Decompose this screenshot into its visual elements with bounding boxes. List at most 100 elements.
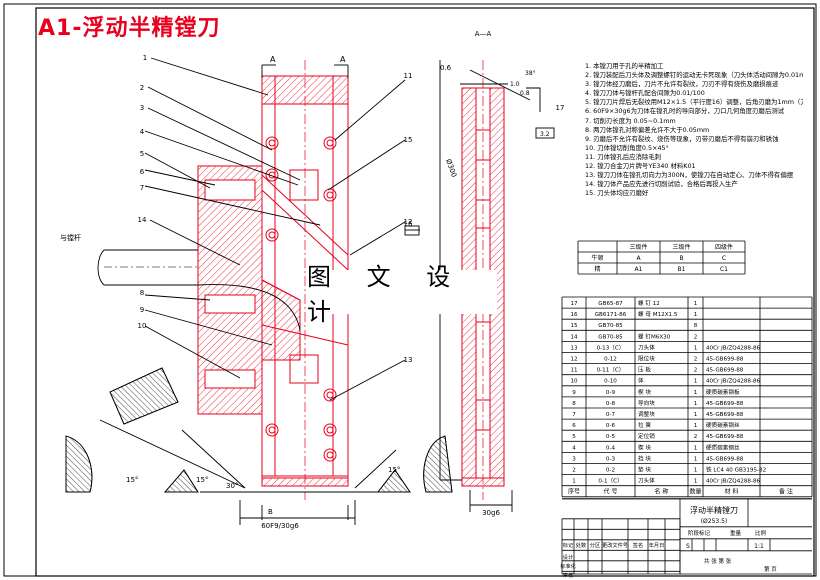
bom-cell: 2 xyxy=(694,434,698,440)
dim-text: Ø300 xyxy=(444,158,458,178)
bom-cell: 楔 块 xyxy=(638,443,651,451)
bom-header: 材 料 xyxy=(725,488,739,496)
bom-cell: 0-7 xyxy=(606,412,616,418)
shaft-label: 与镗杆 xyxy=(60,233,81,242)
callout-number: 1 xyxy=(143,54,147,62)
note-line: 9. 刃磨后不允许有裂纹、烧伤等现象，刃带刃磨后不得有崩刃和锈蚀 xyxy=(585,134,779,143)
bom-cell: 0-12 xyxy=(604,357,617,363)
stage-label: 阶段标记 xyxy=(688,529,711,537)
dim-text: 30g6 xyxy=(482,509,500,517)
bom-cell: 螺 钉 12 xyxy=(638,299,660,307)
bom-cell: 9 xyxy=(572,390,576,396)
note-line: 2. 镗刀装配后刀头体及调整螺钉的运动无卡死现象（刀头体活动间隙为0.01mm） xyxy=(585,71,803,80)
bom-cell: 5 xyxy=(572,434,576,440)
grade-cell: 牛顿 xyxy=(591,254,603,262)
grade-cell: B1 xyxy=(678,266,686,273)
bom-cell: 螺 母 M12X1.5 xyxy=(638,310,678,318)
bom-cell: 1 xyxy=(694,401,698,407)
bom-cell: 7 xyxy=(572,412,576,418)
callout-number: 3 xyxy=(140,104,144,112)
left-workpiece xyxy=(65,435,93,493)
bom-cell: GB70-85 xyxy=(598,334,623,340)
grade-cell: B xyxy=(679,255,683,262)
grade-cell: A1 xyxy=(635,266,643,273)
callout-number: 14 xyxy=(138,216,147,224)
bom-cell: 0-1（C） xyxy=(598,478,622,485)
bom-cell: 1 xyxy=(694,445,698,451)
bom-cell: 4 xyxy=(572,445,576,451)
bom-cell: 拉 簧 xyxy=(638,421,651,429)
note-line: 14. 镗刀体产品应先进行切削试验，合格后再投入生产 xyxy=(585,180,738,189)
bom-cell: 1 xyxy=(694,479,698,485)
callout-number: 6 xyxy=(140,168,145,176)
bom-cell: 0-13（C） xyxy=(597,344,625,351)
bom-cell: 45-GB699-88 xyxy=(706,456,744,462)
callout-number: 2 xyxy=(140,84,144,92)
scale-value: 1:1 xyxy=(754,543,764,550)
bom-cell: 0-8 xyxy=(606,401,616,407)
bom-cell: 0-2 xyxy=(606,468,615,474)
bom-cell: 8 xyxy=(572,401,576,407)
titleblock-row: 设计 xyxy=(563,553,573,561)
note-line: 12. 镗刀合金刀片牌号YE340 材料K01 xyxy=(585,162,696,171)
note-line: 11. 刀体镗孔后应消除毛刺 xyxy=(585,152,662,161)
note-line: 6. 60F9×30g6为刀体在镗孔时的导向部分，刀口几何角度刃磨后测试 xyxy=(585,107,784,116)
bom-cell: 3 xyxy=(572,456,576,462)
grade-cell: 精 xyxy=(594,265,600,273)
bom-cell: 16 xyxy=(570,312,578,318)
sheet-info: 共 张 第 张 xyxy=(704,557,732,565)
callout-number: 5 xyxy=(140,150,144,158)
bom-cell: 1 xyxy=(694,312,698,318)
bom-cell: 刀头体 xyxy=(638,477,655,485)
dim-text: 60F9/30g6 xyxy=(261,522,299,530)
callout-number: 4 xyxy=(140,128,145,136)
bom-cell: 0-3 xyxy=(606,456,616,462)
dim-text: B xyxy=(268,508,273,516)
scale-label: 比例 xyxy=(755,529,767,537)
note-line: 10. 刀体镗切削角度0.5×45° xyxy=(585,143,669,152)
titleblock-row: 标准化 xyxy=(560,562,576,570)
callout-number: 7 xyxy=(140,184,144,192)
bom-cell: 挡 块 xyxy=(638,454,651,462)
dim-angle: 15° xyxy=(196,476,208,484)
dim-text: 38° xyxy=(525,70,536,77)
bom-cell: 1 xyxy=(694,345,698,351)
section-label: A—A xyxy=(475,30,492,38)
bom-cell: 13 xyxy=(570,345,578,351)
bom-cell: 铁 LC4 40 GB3195-82 xyxy=(706,466,766,474)
note-line: 8. 两刀体镗孔对称偏差允许不大于0.05mm xyxy=(585,125,710,134)
titleblock-header: 更改文件号 xyxy=(602,541,628,549)
bom-cell: 硬质碳素钢丝 xyxy=(706,443,740,451)
bom-cell: GB65-87 xyxy=(598,301,623,307)
bom-cell: 刀头体 xyxy=(638,343,655,351)
callout-number: 17 xyxy=(556,104,565,112)
titleblock-header: 分区 xyxy=(590,541,600,549)
note-line: 5. 镗刀刀片焊后无裂纹用M12×1.5（平行度16）调整，后角刃磨为1mm（刀… xyxy=(585,98,803,107)
bom-cell: 40Cr JB/ZQ4288-86 xyxy=(706,479,761,485)
bom-cell: 11 xyxy=(570,368,578,374)
dim-angle: 30° xyxy=(226,482,238,490)
bom-cell: GB70-85 xyxy=(598,323,623,329)
titleblock-header: 标记 xyxy=(563,541,573,549)
view-mark-a: A xyxy=(340,55,346,64)
drawing-title: A1-浮动半精镗刀 xyxy=(38,16,221,41)
bom-cell: 0-9 xyxy=(606,390,616,396)
dim-text: 3.2 xyxy=(540,131,550,138)
bom-cell: 2 xyxy=(694,368,698,374)
bom-cell: 8 xyxy=(694,323,698,329)
note-line: 1. 本镗刀用于孔的半精加工 xyxy=(585,62,664,70)
bom-cell: 45-GB699-88 xyxy=(706,357,744,363)
drawing-name: 浮动半精镗刀 xyxy=(690,505,738,515)
bom-cell: 垫 块 xyxy=(638,466,651,474)
titleblock-row: 审核 xyxy=(563,571,573,579)
bom-cell: 压 板 xyxy=(638,366,651,374)
bom-cell: 调整块 xyxy=(638,410,655,418)
grade-header: 四级件 xyxy=(715,243,733,251)
inner-frame xyxy=(35,7,815,577)
titleblock-header: 签名 xyxy=(633,541,643,549)
bom-cell: 10 xyxy=(570,379,578,385)
bom-cell: 6 xyxy=(572,423,576,429)
callout-number: 16 xyxy=(404,220,413,228)
